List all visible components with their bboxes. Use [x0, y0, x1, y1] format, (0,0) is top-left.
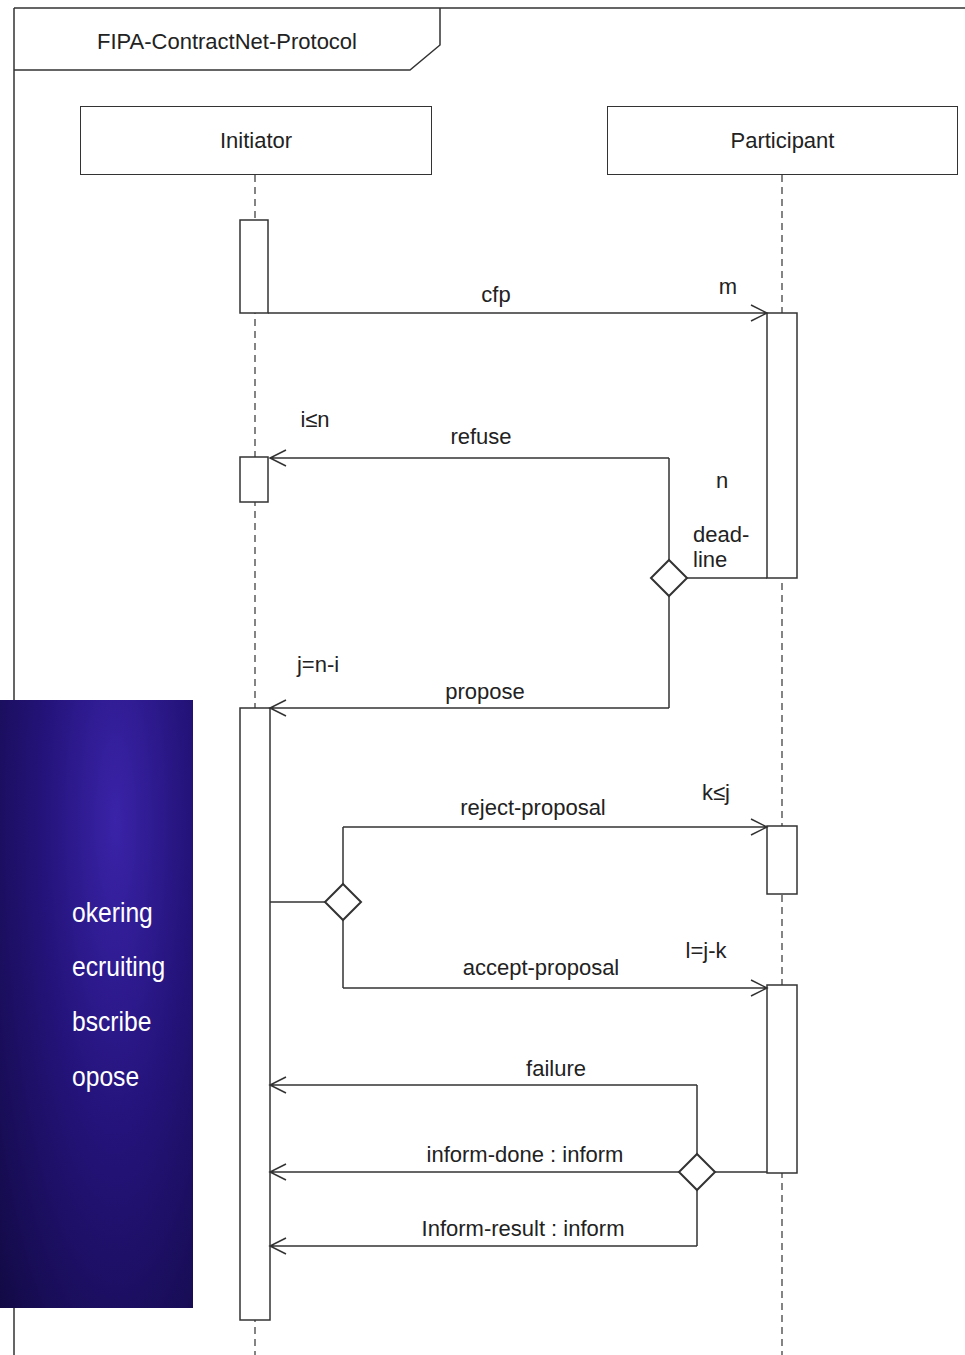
multiplicity: i≤n	[298, 407, 331, 432]
message-label: refuse	[448, 424, 513, 449]
message-arrows	[268, 305, 767, 1254]
message-label: reject-proposal	[458, 795, 608, 820]
multiplicity: m	[717, 274, 739, 299]
multiplicity: k≤j	[700, 780, 732, 805]
fragment-text: okering	[72, 898, 153, 929]
message-label: accept-proposal	[461, 955, 622, 980]
fragment-text: opose	[72, 1062, 139, 1093]
decision-diamond	[325, 560, 715, 1190]
fragment-text: bscribe	[72, 1007, 151, 1038]
message-label: failure	[524, 1056, 588, 1081]
message-label: inform-done : inform	[425, 1142, 626, 1167]
message-label: Inform-result : inform	[420, 1216, 627, 1241]
message-label: propose	[443, 679, 527, 704]
lifeline	[255, 175, 782, 1355]
message-label: cfp	[479, 282, 512, 307]
multiplicity: n	[714, 468, 730, 493]
image-fragment: okering ecruiting bscribe opose	[0, 700, 193, 1308]
deadline-note: dead- line	[691, 522, 745, 573]
role-name: Initiator	[220, 128, 292, 153]
lifeline-head: Participant	[607, 106, 958, 175]
fragment-text: ecruiting	[72, 952, 165, 983]
frame-title: FIPA-ContractNet-Protocol	[14, 8, 440, 76]
activation-bars	[240, 220, 797, 1320]
role-name: Participant	[731, 128, 835, 153]
multiplicity: j=n-i	[295, 652, 341, 677]
multiplicity: l=j-k	[684, 938, 729, 963]
lifeline-head: Initiator	[80, 106, 432, 175]
